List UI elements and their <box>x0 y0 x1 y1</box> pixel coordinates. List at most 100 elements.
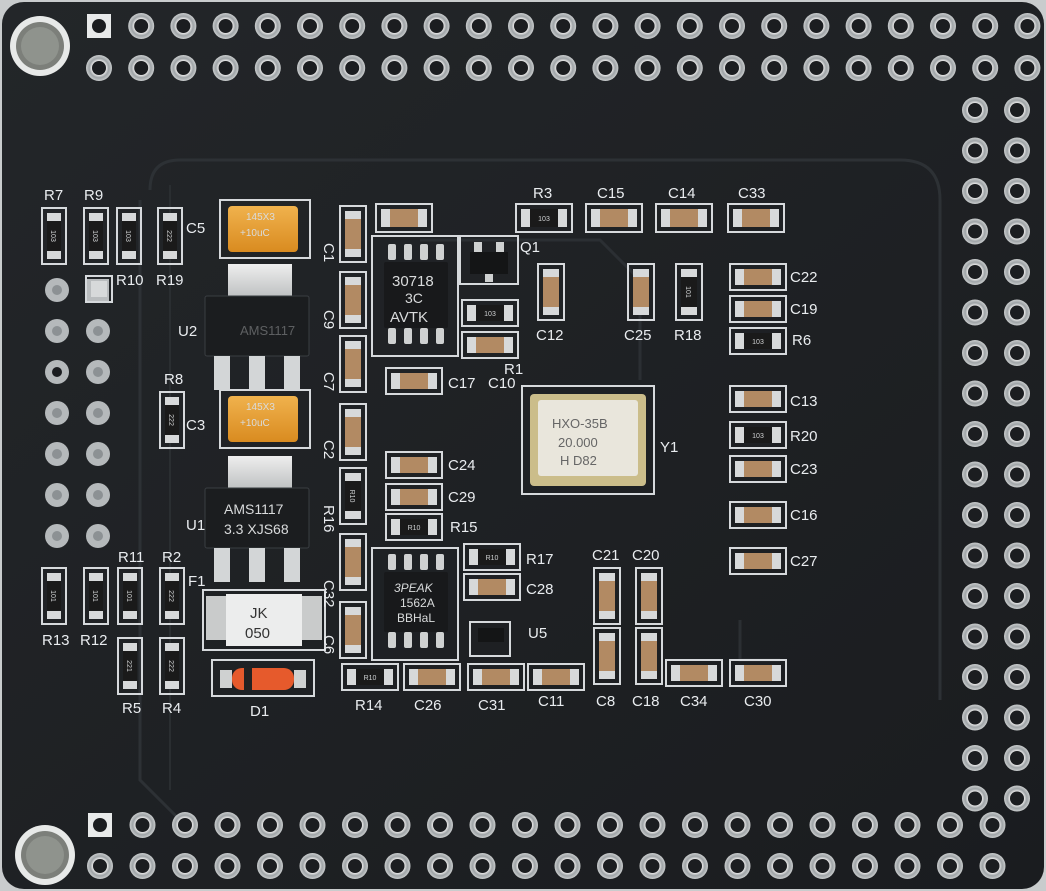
header-hole <box>299 812 326 838</box>
header-hole <box>962 583 988 609</box>
header-hole <box>962 380 988 407</box>
silk-label: R9 <box>84 187 103 204</box>
smd-capacitor <box>385 451 443 479</box>
header-hole <box>972 55 999 81</box>
smd-resistor: 221 <box>117 637 143 695</box>
silk-label: C2 <box>320 440 337 459</box>
header-hole <box>845 13 872 39</box>
header-hole <box>962 461 988 488</box>
mounting-hole-bottom-left <box>15 825 75 885</box>
silk-label: R15 <box>450 519 478 536</box>
silk-label: C19 <box>790 301 818 318</box>
silk-label: C24 <box>448 457 476 474</box>
silk-label: Y1 <box>660 439 678 456</box>
svg-text:R10: R10 <box>486 555 499 562</box>
header-hole <box>257 812 283 838</box>
header-hole <box>1014 13 1041 39</box>
header-hole <box>962 421 988 447</box>
pin-pad <box>86 524 110 548</box>
header-hole <box>465 55 492 81</box>
silk-label: C7 <box>320 372 337 391</box>
header-hole <box>592 13 619 39</box>
svg-text:+10uC: +10uC <box>240 418 270 429</box>
header-hole <box>930 13 956 39</box>
header-hole <box>1004 745 1030 771</box>
svg-text:101: 101 <box>684 286 691 298</box>
header-hole <box>339 55 366 81</box>
smd-resistor: 101 <box>41 567 67 625</box>
svg-text:20.000: 20.000 <box>558 435 598 450</box>
header-hole <box>381 13 408 39</box>
header-hole <box>979 812 1006 838</box>
svg-text:R10: R10 <box>364 675 377 682</box>
smd-resistor: 101 <box>117 567 143 625</box>
silk-label: C5 <box>186 220 205 237</box>
smd-resistor: R10 <box>339 467 367 525</box>
header-hole <box>761 55 788 81</box>
silk-label: C21 <box>592 547 620 564</box>
header-hole <box>962 97 988 123</box>
silk-label: C28 <box>526 581 554 598</box>
silk-label: C29 <box>448 489 476 506</box>
crystal-y1: HXO-35B 20.000 H D82 <box>521 385 655 495</box>
smd-capacitor <box>467 663 525 691</box>
header-hole <box>592 55 619 81</box>
pin-pad <box>86 360 110 384</box>
smd-resistor: 222 <box>159 391 185 449</box>
silk-label: R1 <box>504 361 523 378</box>
header-hole <box>172 853 198 879</box>
svg-text:HXO-35B: HXO-35B <box>552 416 608 431</box>
header-hole <box>299 853 326 879</box>
header-hole <box>1004 380 1030 407</box>
header-hole <box>212 13 239 39</box>
silk-label: R12 <box>80 632 108 649</box>
silk-label: C22 <box>790 269 818 286</box>
silk-label: C33 <box>738 185 766 202</box>
header-hole <box>639 812 666 838</box>
header-hole <box>297 13 323 39</box>
header-hole <box>1004 542 1030 569</box>
svg-text:145X3: 145X3 <box>246 402 275 413</box>
header-hole <box>682 853 708 879</box>
silk-label: C9 <box>320 310 337 329</box>
svg-text:R10: R10 <box>348 490 355 503</box>
header-hole <box>676 13 703 39</box>
pin-pad <box>86 483 110 507</box>
smd-capacitor <box>339 335 367 393</box>
header-hole <box>962 218 988 245</box>
header-hole <box>634 55 661 81</box>
header-hole <box>894 812 921 838</box>
header-hole <box>128 13 155 39</box>
header-hole <box>469 853 496 879</box>
header-hole <box>86 55 112 81</box>
header-hole <box>342 853 368 879</box>
smd-capacitor <box>729 455 787 483</box>
header-hole <box>1004 340 1030 366</box>
header-hole <box>550 13 577 39</box>
header-hole <box>342 812 368 838</box>
header-hole <box>1004 137 1030 164</box>
header-hole <box>962 178 988 204</box>
smd-capacitor <box>655 203 713 233</box>
svg-text:222: 222 <box>165 230 172 242</box>
silk-label: C3 <box>186 417 205 434</box>
header-hole <box>550 55 577 81</box>
silk-label: R6 <box>792 332 811 349</box>
header-hole <box>809 812 836 838</box>
silk-label: C11 <box>538 693 564 710</box>
smd-capacitor <box>665 659 723 687</box>
pin-pad <box>45 278 69 302</box>
pin-pad <box>86 442 110 466</box>
header-hole <box>724 812 751 838</box>
regulator-u2: AMS1117 <box>204 264 310 390</box>
pin-pad <box>45 483 69 507</box>
silk-label: C6 <box>320 635 337 654</box>
transistor-q1 <box>459 235 519 285</box>
header-hole <box>682 812 708 838</box>
header-hole <box>254 55 281 81</box>
smd-resistor: 103 <box>729 421 787 449</box>
header-hole <box>1004 299 1030 326</box>
silk-label: C10 <box>488 375 516 392</box>
silk-label: C20 <box>632 547 660 564</box>
header-hole <box>979 853 1006 879</box>
